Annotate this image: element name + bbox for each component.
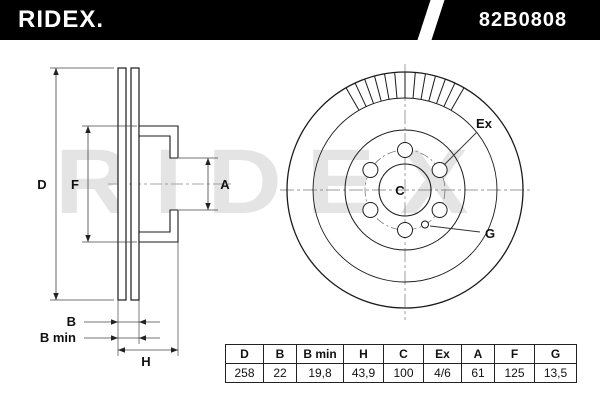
spec-value: 258 <box>225 363 264 383</box>
label-g: G <box>485 226 495 241</box>
spec-value: 19,8 <box>296 363 344 383</box>
dim-label-f: F <box>71 177 79 192</box>
center-bore-circle <box>378 163 432 217</box>
spec-header: F <box>494 344 535 364</box>
label-c: C <box>395 183 405 198</box>
spec-header: A <box>461 344 495 364</box>
disc-plates <box>117 67 140 301</box>
label-ex: Ex <box>476 116 493 131</box>
dimension-a <box>179 157 218 211</box>
brand-bar: RIDEX. 82B0808 <box>0 0 600 43</box>
dim-label-a: A <box>220 177 230 192</box>
dim-label-b-min: B min <box>40 330 76 345</box>
spec-value: 100 <box>383 363 424 383</box>
spec-value: 43,9 <box>343 363 384 383</box>
spec-value: 125 <box>494 363 535 383</box>
pin-hole <box>421 220 429 229</box>
header-divider <box>416 0 446 43</box>
spec-table-header-row: D B B min H C Ex A F G <box>225 344 577 364</box>
dim-label-b: B <box>67 314 76 329</box>
leader-lines <box>429 131 481 233</box>
spec-header: Ex <box>423 344 462 364</box>
spec-value: 13,5 <box>534 363 577 383</box>
spec-header: D <box>225 344 264 364</box>
spec-header: B min <box>296 344 344 364</box>
spec-header: H <box>343 344 384 364</box>
spec-value: 61 <box>461 363 495 383</box>
spec-header: G <box>534 344 577 364</box>
cross-section-drawing: D F A B <box>37 67 232 369</box>
vent-hatching <box>345 72 465 111</box>
spec-value: 22 <box>263 363 297 383</box>
dim-label-d: D <box>37 177 46 192</box>
dim-label-h: H <box>141 354 150 369</box>
centerlines <box>280 64 532 320</box>
extension-lines <box>117 242 179 356</box>
hat-circle <box>344 129 466 251</box>
dimension-d <box>50 67 114 301</box>
ridex-logo: RIDEX. <box>18 6 105 33</box>
part-number: 82B0808 <box>478 9 568 31</box>
spec-header: C <box>383 344 424 364</box>
dimension-f <box>82 125 137 243</box>
front-view-drawing: Ex C G <box>280 64 532 320</box>
spec-header: B <box>263 344 297 364</box>
spec-table: D B B min H C Ex A F G 258 22 19,8 43,9 … <box>225 344 577 383</box>
spec-table-value-row: 258 22 19,8 43,9 100 4/6 61 125 13,5 <box>225 363 577 383</box>
spec-value: 4/6 <box>423 363 462 383</box>
bolt-holes <box>362 142 448 238</box>
